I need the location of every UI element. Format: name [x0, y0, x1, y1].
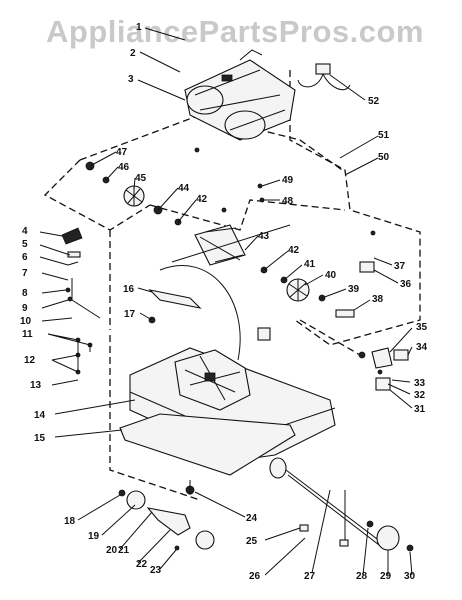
callout-6: 6	[22, 252, 28, 263]
callout-47: 47	[116, 147, 128, 158]
callout-4: 4	[22, 226, 28, 237]
callout-18: 18	[64, 516, 76, 527]
callout-42: 42	[196, 194, 208, 205]
motor-housing	[184, 49, 296, 141]
watermark: AppliancePartsPros.com	[46, 14, 424, 49]
callout-43: 43	[258, 231, 270, 242]
cord-connector	[297, 63, 351, 91]
callout-25: 25	[246, 536, 258, 547]
callout-1: 1	[136, 22, 142, 33]
callout-15: 15	[34, 433, 46, 444]
drive-belt	[159, 265, 241, 361]
callout-27: 27	[304, 571, 316, 582]
callout-38: 38	[372, 294, 384, 305]
callout-51: 51	[378, 130, 390, 141]
switch-assembly	[358, 347, 409, 391]
callout-42b: 42	[288, 245, 300, 256]
fan-45	[123, 185, 145, 207]
callout-9: 9	[22, 303, 28, 314]
callout-16: 16	[123, 284, 135, 295]
leader-lines	[39, 27, 413, 576]
callout-30: 30	[404, 571, 416, 582]
callout-41: 41	[304, 259, 316, 270]
callout-24: 24	[246, 513, 258, 524]
callout-5: 5	[22, 239, 28, 250]
callout-12: 12	[24, 355, 36, 366]
callout-13: 13	[30, 380, 42, 391]
callout-23: 23	[150, 565, 162, 576]
callout-8: 8	[22, 288, 28, 299]
callout-32: 32	[414, 390, 426, 401]
callout-10: 10	[20, 316, 32, 327]
callout-35: 35	[416, 322, 428, 333]
callout-labels: 1 2 3 4 5 6 7 8 9 10 11 12 13 14 15 16 1…	[20, 22, 428, 582]
callout-34: 34	[416, 342, 428, 353]
callout-7: 7	[22, 268, 28, 279]
callout-48: 48	[282, 196, 294, 207]
pedal-linkage	[61, 227, 101, 375]
callout-14: 14	[34, 410, 46, 421]
callout-28: 28	[356, 571, 368, 582]
bracket-16	[148, 289, 202, 324]
callout-31: 31	[414, 404, 426, 415]
callout-11: 11	[22, 329, 33, 340]
callout-21: 21	[118, 545, 130, 556]
callout-36: 36	[400, 279, 412, 290]
callout-19: 19	[88, 531, 100, 542]
callout-20: 20	[106, 545, 118, 556]
callout-3: 3	[128, 74, 134, 85]
callout-40: 40	[325, 270, 337, 281]
callout-49: 49	[282, 175, 294, 186]
callout-37: 37	[394, 261, 406, 272]
callout-29: 29	[380, 571, 392, 582]
fan-40	[286, 278, 310, 302]
callout-46: 46	[118, 162, 130, 173]
motor-armature	[171, 224, 291, 266]
callout-17: 17	[124, 309, 136, 320]
callout-22: 22	[136, 559, 148, 570]
bottom-plate	[119, 413, 296, 476]
callout-44: 44	[178, 183, 190, 194]
callout-50: 50	[378, 152, 390, 163]
callout-45: 45	[135, 173, 147, 184]
callout-2: 2	[130, 48, 136, 59]
callout-52: 52	[368, 96, 380, 107]
callout-39: 39	[348, 284, 360, 295]
callout-33: 33	[414, 378, 426, 389]
callout-26: 26	[249, 571, 261, 582]
